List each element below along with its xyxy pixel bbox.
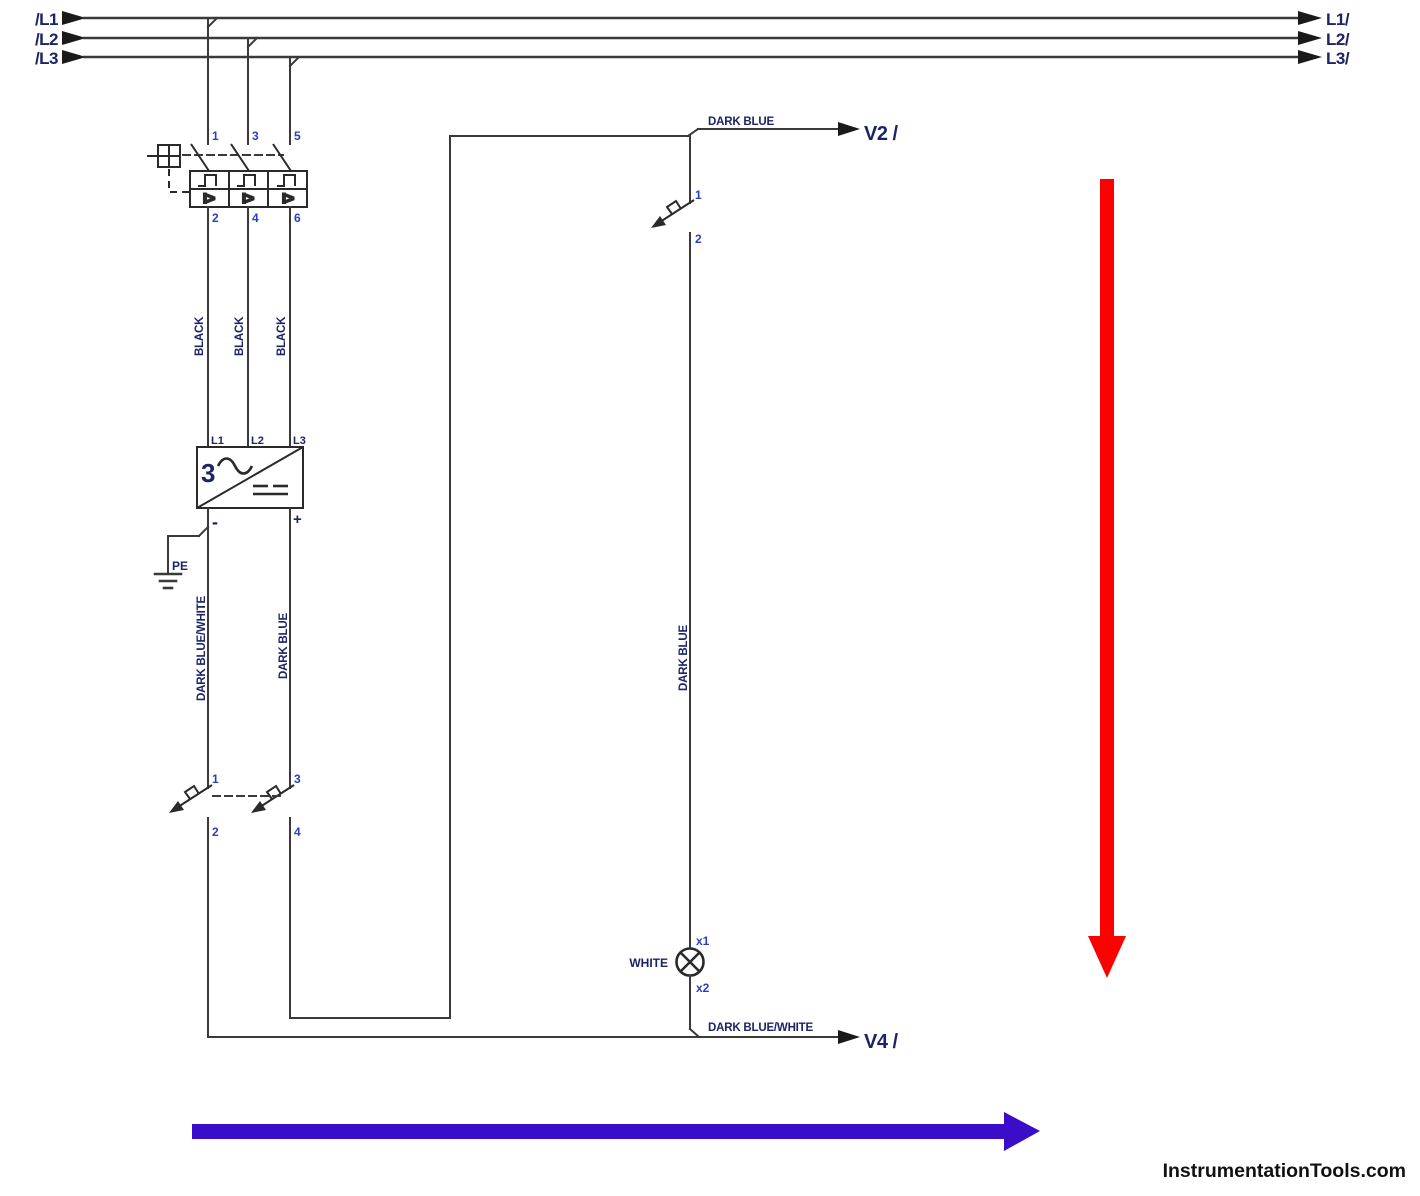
psu-plus-label: + <box>293 511 302 528</box>
wire-color-label: DARK BLUE <box>708 116 774 128</box>
overcurrent-release-label: I> <box>242 190 254 206</box>
v4-output: DARK BLUE/WHITE V4 / <box>207 1022 899 1053</box>
wire-color-label: DARK BLUE <box>678 625 690 691</box>
wire-color-label: DARK BLUE <box>278 613 290 679</box>
wire-color-label: DARK BLUE/WHITE <box>196 596 208 701</box>
blue-flow-arrow <box>192 1112 1040 1151</box>
supply-rails: /L1 L1/ /L2 L2/ /L3 L3/ <box>35 10 1350 68</box>
terminal-label: 2 <box>212 211 219 225</box>
rail-arrow-left-l3 <box>62 50 86 64</box>
rail-l2: /L2 L2/ <box>35 30 1350 49</box>
rail-arrow-left-l1 <box>62 11 86 25</box>
terminal-label: 1 <box>212 129 219 143</box>
breaker-contact-icon <box>650 199 695 229</box>
terminal-label: 1 <box>212 772 219 786</box>
terminal-label: 3 <box>294 772 301 786</box>
rail-arrow-right-l3 <box>1298 50 1322 64</box>
lamp-branch: 1 2 DARK BLUE WHITE x1 x2 <box>629 135 710 1039</box>
terminal-label: 4 <box>294 825 301 839</box>
psu-terminal-label: L2 <box>251 435 264 447</box>
dc-circuit-breaker: 1 2 3 4 <box>168 772 301 839</box>
v2-output: DARK BLUE V2 / <box>697 116 899 145</box>
psu-minus-label: - <box>212 512 218 532</box>
wire-routing <box>289 127 700 1019</box>
terminal-label: x1 <box>696 934 710 948</box>
power-supply-unit: L1 L2 L3 3 - + <box>196 435 306 532</box>
rail-arrow-right-l2 <box>1298 31 1322 45</box>
psu-terminal-label: L3 <box>293 435 306 447</box>
thermal-release-icon <box>276 174 296 187</box>
terminal-label: 5 <box>294 129 301 143</box>
breaker-contact-icon <box>250 784 295 814</box>
terminal-label: 3 <box>252 129 259 143</box>
overcurrent-release-label: I> <box>282 190 294 206</box>
rail-taps <box>206 16 301 145</box>
rail-label-left-l1: /L1 <box>35 10 58 29</box>
terminal-label: 2 <box>212 825 219 839</box>
breaker-blades <box>190 143 292 172</box>
rail-l3: /L3 L3/ <box>35 49 1350 68</box>
ac-symbol <box>216 457 254 475</box>
rail-label-right-l3: L3/ <box>1326 49 1350 68</box>
terminal-label: x2 <box>696 981 710 995</box>
dc-minus-wire: DARK BLUE/WHITE <box>196 507 209 1038</box>
terminal-label: 4 <box>252 211 259 225</box>
lamp-color-label: WHITE <box>629 956 668 970</box>
dc-plus-wire: DARK BLUE <box>278 507 291 1019</box>
thermal-release-icon <box>236 174 256 187</box>
red-flow-arrow <box>1088 179 1126 978</box>
phase-wires: BLACK BLACK BLACK <box>194 206 291 448</box>
rail-label-right-l1: L1/ <box>1326 10 1350 29</box>
rail-arrow-left-l2 <box>62 31 86 45</box>
v4-label: V4 / <box>864 1031 899 1053</box>
breaker-contact-icon <box>168 784 213 814</box>
wire-color-label: BLACK <box>234 316 246 356</box>
pe-label: PE <box>172 559 188 573</box>
earth-connection: PE <box>153 525 210 590</box>
dc-symbol <box>253 484 288 496</box>
rail-l1: /L1 L1/ <box>35 10 1350 29</box>
overcurrent-release-label: I> <box>203 190 215 206</box>
terminal-label: 1 <box>695 188 702 202</box>
v2-arrow <box>838 122 860 136</box>
v4-arrow <box>838 1030 860 1044</box>
psu-terminal-label: L1 <box>211 435 224 447</box>
watermark: InstrumentationTools.com <box>1163 1160 1406 1182</box>
wire-color-label: DARK BLUE/WHITE <box>708 1022 813 1034</box>
motor-protection-breaker: 1 3 5 I> I> I> <box>147 129 308 225</box>
thermal-release-icon <box>197 174 217 187</box>
v2-label: V2 / <box>864 123 899 145</box>
terminal-label: 2 <box>695 232 702 246</box>
wire-color-label: BLACK <box>276 316 288 356</box>
rail-label-left-l2: /L2 <box>35 30 58 49</box>
wire-color-label: BLACK <box>194 316 206 356</box>
earth-ground-icon <box>153 572 183 590</box>
indicator-lamp-icon <box>675 947 705 977</box>
psu-phase-count: 3 <box>201 458 215 488</box>
release-block: I> I> I> <box>189 170 308 208</box>
rail-arrow-right-l1 <box>1298 11 1322 25</box>
manual-operator-icon <box>147 144 189 193</box>
rail-label-right-l2: L2/ <box>1326 30 1350 49</box>
terminal-label: 6 <box>294 211 301 225</box>
rail-label-left-l3: /L3 <box>35 49 58 68</box>
